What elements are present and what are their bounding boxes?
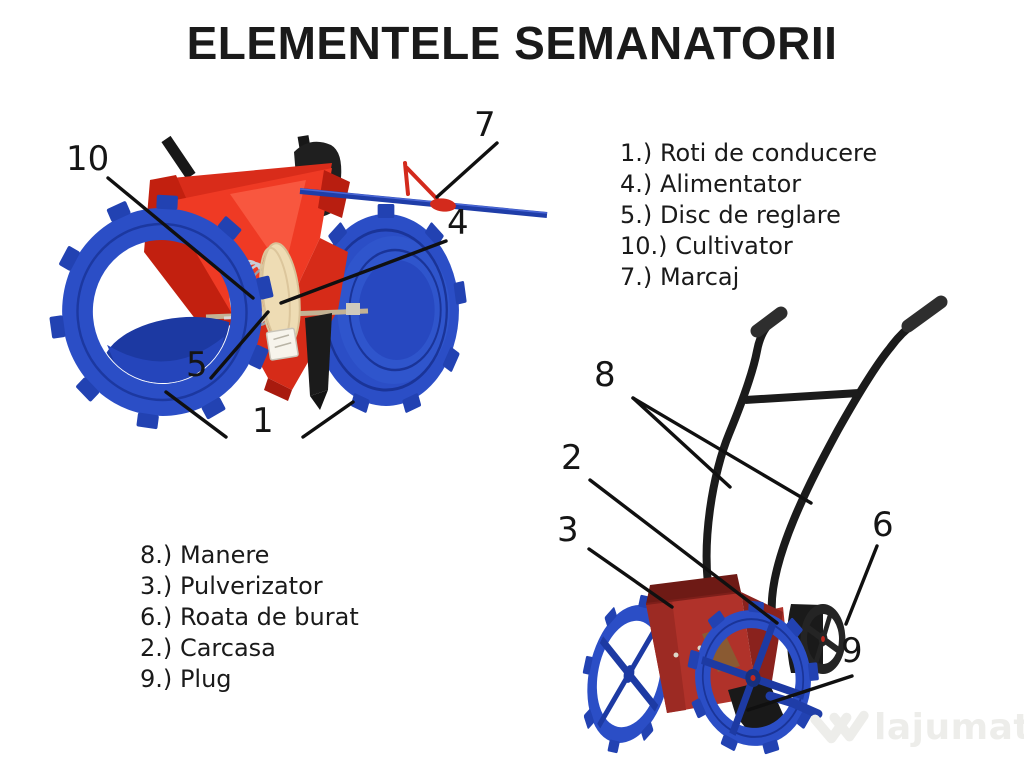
callout-number-10: 10 [66,139,110,179]
leader-line-8b [631,396,813,505]
leader-line-9 [746,674,854,712]
leader-line-3 [587,547,674,609]
legend-item-pulverizator: 3.)Pulverizator [140,571,359,602]
page-title: ELEMENTELE SEMANATORII [186,17,838,69]
legend-item-plug: 9.)Plug [140,664,359,695]
furrow-blade [305,313,332,410]
legend-num: 1.) [620,139,653,167]
legend-item-alimentator: 4.)Alimentator [620,169,877,200]
leader-line-10 [106,176,255,300]
callout-number-7: 7 [474,105,496,145]
leader-line-6 [844,544,879,626]
legend-label: Pulverizator [179,572,323,600]
legend-bottom-left: 8.)Manere 3.)Pulverizator 6.)Roata de bu… [140,540,359,695]
legend-num: 9.) [140,665,173,693]
legend-item-disc: 5.)Disc de reglare [620,200,877,231]
legend-label: Carcasa [179,634,276,662]
legend-num: 2.) [140,634,173,662]
leader-line-1b [301,400,355,439]
disc-label [265,327,299,361]
closeup-feeder-mechanism [205,242,369,410]
leader-line-8a [631,396,732,489]
legend-label: Cultivator [675,232,793,260]
legend-top-right: 1.)Roti de conducere 4.)Alimentator 5.)D… [620,138,877,293]
legend-item-roti: 1.)Roti de conducere [620,138,877,169]
leader-line-1a [164,390,228,439]
callout-number-2: 2 [561,438,583,478]
leader-line-4 [279,239,448,305]
leader-line-2 [588,478,779,625]
callout-lines [106,141,879,712]
callout-number-6: 6 [872,505,894,545]
callout-number-4: 4 [447,203,469,243]
legend-label: Alimentator [659,170,802,198]
legend-item-carcasa: 2.)Carcasa [140,633,359,664]
leader-line-5 [209,310,270,380]
legend-label: Plug [179,665,232,693]
legend-item-marcaj: 7.)Marcaj [620,262,877,293]
legend-num: 6.) [140,603,173,631]
legend-label: Roata de burat [179,603,359,631]
legend-num: 8.) [140,541,173,569]
handlebar [702,295,948,615]
closeup-left-wheel [49,194,274,430]
leader-line-7 [435,141,499,199]
watermark-brand: lajumate [874,707,1024,748]
legend-num: 3.) [140,572,173,600]
legend-label: Manere [179,541,270,569]
legend-item-cultivator: 10.)Cultivator [620,231,877,262]
legend-label: Roti de conducere [659,139,878,167]
legend-num: 7.) [620,263,653,291]
legend-num: 4.) [620,170,653,198]
legend-label: Disc de reglare [659,201,841,229]
watermark: lajumate.ro [808,706,1024,750]
closeup-photo [49,135,548,430]
crank-handle [765,691,823,719]
marker-rod [299,161,548,218]
legend-item-roata-burat: 6.)Roata de burat [140,602,359,633]
callout-number-3: 3 [557,510,579,550]
legend-label: Marcaj [659,263,740,291]
full-front-wheel [687,600,819,755]
legend-num: 10.) [620,232,668,260]
legend-num: 5.) [620,201,653,229]
full-view-photo [582,295,948,755]
full-rear-wheel [582,594,676,754]
legend-item-manere: 8.)Manere [140,540,359,571]
watermark-logo-icon [810,710,869,744]
callout-number-5: 5 [186,345,208,385]
callout-number-9: 9 [841,631,863,671]
callout-number-1: 1 [252,401,274,441]
callout-number-8: 8 [594,355,616,395]
